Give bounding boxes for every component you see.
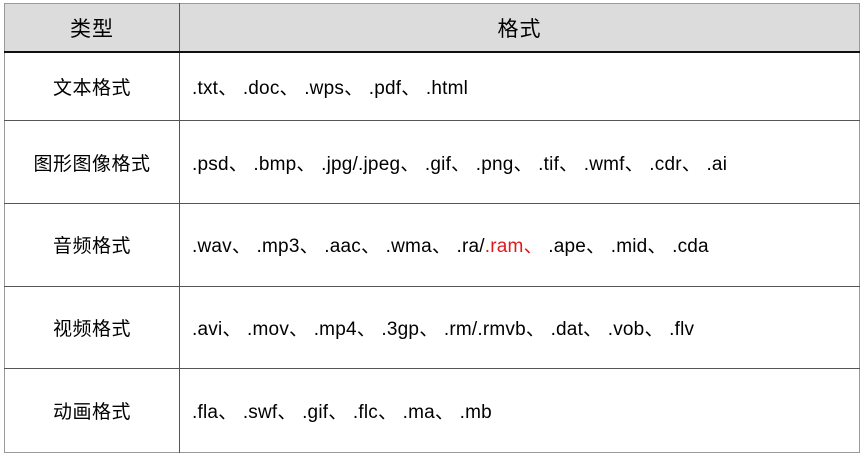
format-text-highlighted: .ram、	[484, 236, 543, 258]
table-row: 动画格式 .fla、 .swf、 .gif、 .flc、 .ma、 .mb	[4, 368, 860, 453]
file-format-table-container: 类型 格式 文本格式 .txt、 .doc、 .wps、 .pdf、 .html…	[4, 3, 860, 453]
format-text: .txt、 .doc、 .wps、 .pdf、 .html	[192, 78, 469, 100]
cell-type: 视频格式	[4, 285, 180, 369]
cell-format: .avi、 .mov、 .mp4、 .3gp、 .rm/.rmvb、 .dat、…	[179, 285, 860, 369]
cell-type: 动画格式	[4, 368, 180, 453]
cell-type: 音频格式	[4, 202, 180, 287]
table-row: 图形图像格式 .psd、 .bmp、 .jpg/.jpeg、 .gif、 .pn…	[4, 120, 860, 204]
table-row: 文本格式 .txt、 .doc、 .wps、 .pdf、 .html	[4, 52, 860, 121]
cell-format: .txt、 .doc、 .wps、 .pdf、 .html	[179, 52, 860, 121]
format-text: .ape、 .mid、 .cda	[542, 236, 709, 258]
cell-format: .wav、 .mp3、 .aac、 .wma、 .ra/.ram、 .ape、 …	[179, 202, 860, 287]
format-text: .avi、 .mov、 .mp4、 .3gp、 .rm/.rmvb、 .dat、…	[192, 318, 695, 340]
table-header: 类型 格式	[4, 3, 860, 53]
table-row: 音频格式 .wav、 .mp3、 .aac、 .wma、 .ra/.ram、 .…	[4, 202, 860, 287]
column-header-format: 格式	[179, 3, 860, 53]
format-text: .wav、 .mp3、 .aac、 .wma、 .ra/	[192, 236, 485, 258]
format-text: .psd、 .bmp、 .jpg/.jpeg、 .gif、 .png、 .tif…	[192, 153, 728, 175]
file-format-table: 类型 格式 文本格式 .txt、 .doc、 .wps、 .pdf、 .html…	[4, 3, 860, 453]
cell-type: 文本格式	[4, 52, 180, 121]
cell-format: .psd、 .bmp、 .jpg/.jpeg、 .gif、 .png、 .tif…	[179, 120, 860, 204]
cell-format: .fla、 .swf、 .gif、 .flc、 .ma、 .mb	[179, 368, 860, 453]
table-row: 视频格式 .avi、 .mov、 .mp4、 .3gp、 .rm/.rmvb、 …	[4, 285, 860, 369]
cell-type: 图形图像格式	[4, 120, 180, 204]
column-header-type: 类型	[4, 3, 180, 53]
format-text: .fla、 .swf、 .gif、 .flc、 .ma、 .mb	[192, 402, 492, 424]
table-body: 文本格式 .txt、 .doc、 .wps、 .pdf、 .html 图形图像格…	[4, 52, 860, 453]
table-header-row: 类型 格式	[4, 3, 860, 53]
